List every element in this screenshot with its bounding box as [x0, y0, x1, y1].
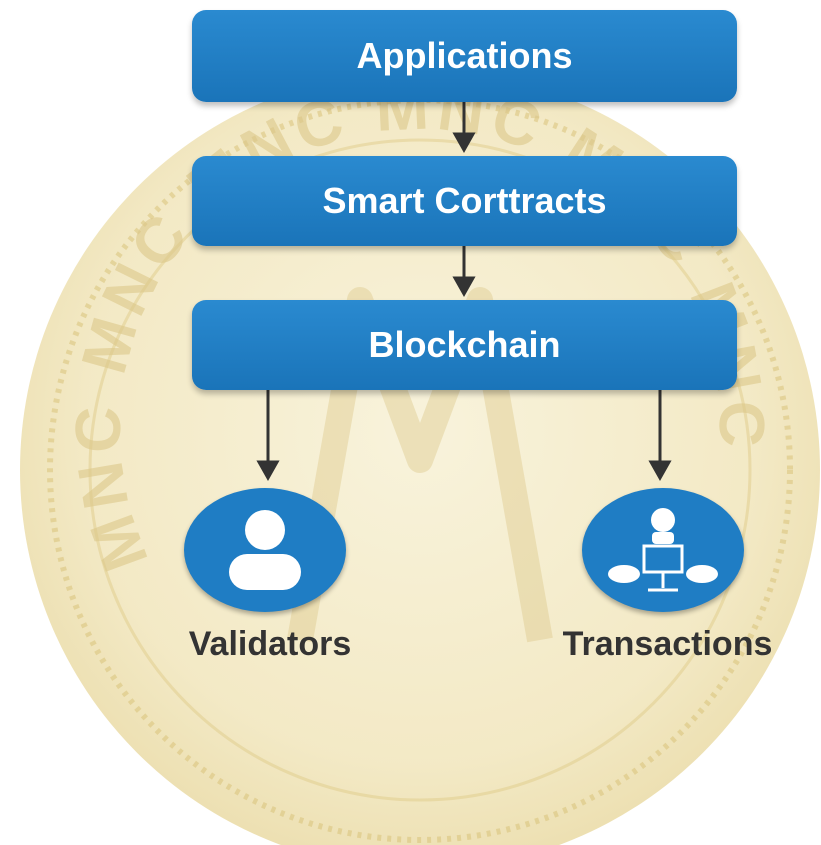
person-icon	[229, 510, 301, 590]
transaction-icon	[608, 508, 718, 592]
smart-contracts-box: Smart Corttracts	[192, 156, 737, 246]
validators-label: Validators	[188, 625, 352, 663]
applications-label: Applications	[356, 35, 573, 76]
blockchain-box: Blockchain	[192, 300, 737, 390]
transactions-label: Transactions	[562, 625, 773, 663]
validators-node	[184, 488, 346, 612]
blockchain-label: Blockchain	[368, 324, 561, 365]
transactions-node	[582, 488, 744, 612]
smart-contracts-label: Smart Corttracts	[322, 180, 607, 221]
applications-box: Applications	[192, 10, 737, 102]
